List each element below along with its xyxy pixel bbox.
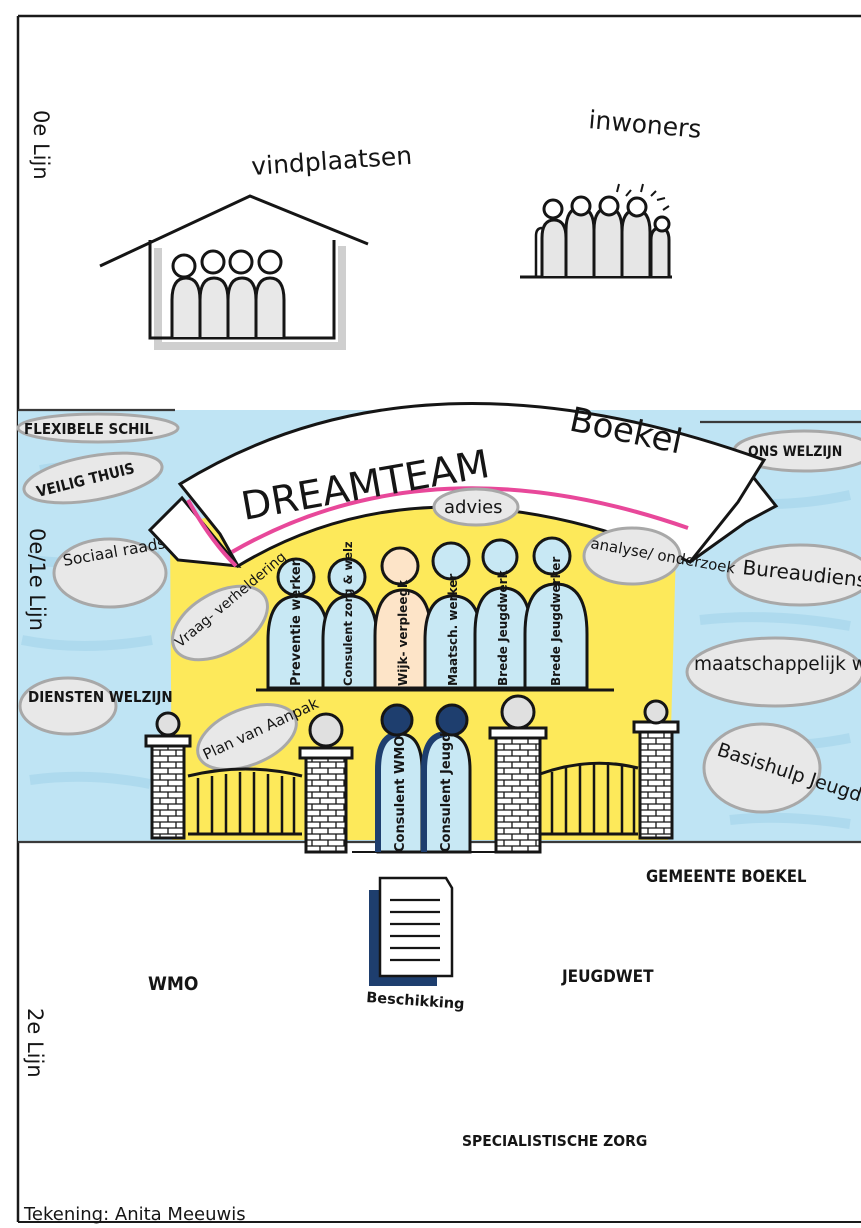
drawing-credit: Tekening: Anita Meeuwis — [23, 1204, 246, 1225]
right-partner-bubbles — [685, 429, 861, 814]
zero-line-label: 0e Lijn — [29, 110, 53, 180]
team-maatsch-werker: Maatsch. werker — [446, 574, 460, 686]
inner-label-bubbles — [171, 487, 682, 771]
partner-ons-welzijn: ONS WELZIJN — [748, 444, 842, 460]
jeugdwet-label: JEUGDWET — [561, 967, 654, 987]
team-brede-jeugdwerker: Brede Jeugdwerker — [549, 557, 563, 686]
first-line-label: 0e/1e Lijn — [25, 528, 49, 631]
partner-flexibele-schil: FLEXIBELE SCHIL — [24, 420, 153, 438]
wmo-label: WMO — [148, 973, 198, 995]
team-consulent-wmo: Consulent WMO — [393, 736, 408, 852]
beschikking-document-icon — [369, 876, 454, 986]
team-wijkverpleegk: Wijk- verpleegk — [396, 579, 410, 686]
second-line-label: 2e Lijn — [23, 1008, 47, 1078]
team-consulent-zorg-welz: Consulent zorg & welz — [341, 541, 355, 686]
team-brede-jeugdwerk: Brede Jeugdwerk — [496, 569, 510, 686]
vindplaatsen-house — [99, 194, 369, 350]
team-top-figures — [256, 536, 614, 692]
beschikking-label: Beschikking — [366, 990, 465, 1013]
partner-diensten-welzijn: DIENSTEN WELZIJN — [28, 688, 173, 706]
team-consulent-jeugd: Consulent Jeugd — [439, 732, 454, 852]
label-advies: advies — [444, 497, 503, 518]
team-preventie-werker: Preventie werker — [289, 559, 304, 686]
dreamteam-banner — [147, 401, 779, 569]
specialistische-zorg-label: SPECIALISTISCHE ZORG — [462, 1132, 647, 1150]
inwoners-group — [520, 183, 672, 279]
partner-maatschappelijk-werk: maatschappelijk werk — [694, 654, 861, 675]
vindplaatsen-label: vindplaatsen — [250, 141, 413, 181]
gemeente-boekel-label: GEMEENTE BOEKEL — [646, 867, 807, 886]
team-bottom-figures — [375, 703, 472, 854]
gate — [144, 694, 680, 854]
inwoners-label: inwoners — [587, 105, 702, 144]
left-partner-bubbles — [16, 412, 180, 736]
